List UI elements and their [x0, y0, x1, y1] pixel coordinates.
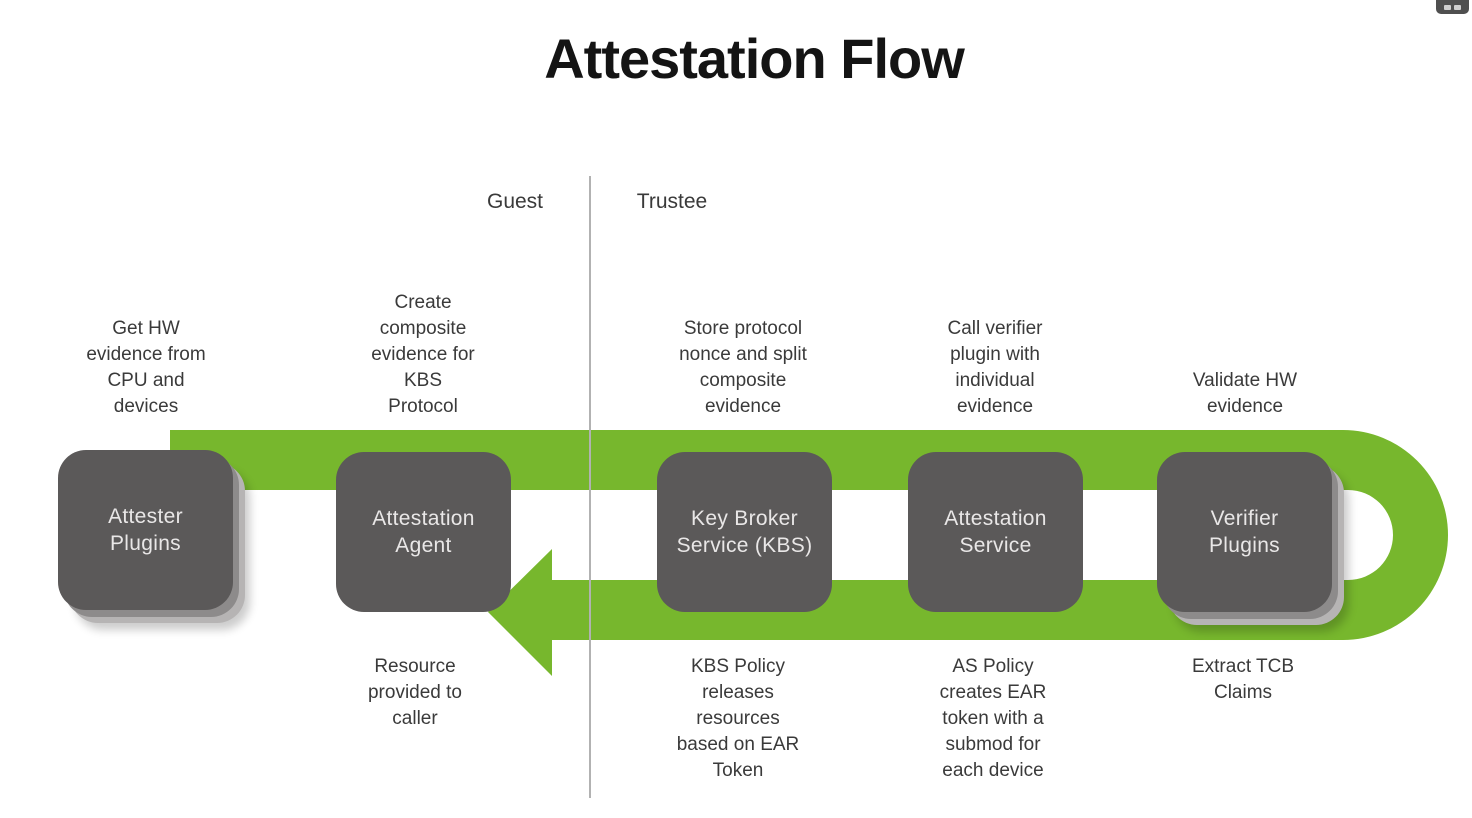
- guest-trustee-divider: [589, 176, 591, 798]
- node-attester-plugins: Attester Plugins: [58, 450, 245, 623]
- zone-label-trustee: Trustee: [636, 190, 708, 213]
- note-top-key-broker-service: Store protocol nonce and split composite…: [679, 318, 807, 417]
- node-verifier-plugins: Verifier Plugins: [1157, 452, 1344, 625]
- attestation-agent-box: Attestation Agent: [336, 452, 511, 612]
- box-label: Attestation Service: [944, 507, 1047, 557]
- note-top-attestation-agent: Create composite evidence for KBS Protoc…: [371, 292, 475, 417]
- page-title: Attestation Flow: [544, 27, 965, 90]
- flow-arrow-path: [170, 430, 1448, 676]
- box-label: Attester Plugins: [108, 505, 183, 555]
- box-label: Verifier Plugins: [1209, 507, 1280, 557]
- note-top-attestation-service: Call verifier plugin with individual evi…: [947, 318, 1043, 417]
- verifier-plugins-box: Verifier Plugins: [1157, 452, 1332, 612]
- expand-button[interactable]: [1436, 0, 1469, 14]
- attestation-service-box: Attestation Service: [908, 452, 1083, 612]
- node-key-broker-service: Key Broker Service (KBS): [657, 452, 832, 612]
- node-attestation-agent: Attestation Agent: [336, 452, 511, 612]
- node-attestation-service: Attestation Service: [908, 452, 1083, 612]
- expand-arrows-icon: [1454, 4, 1461, 10]
- zone-label-guest: Guest: [486, 190, 544, 213]
- note-bottom-key-broker-service: KBS Policy releases resources based on E…: [676, 656, 800, 781]
- expand-arrows-icon: [1444, 4, 1451, 10]
- note-top-attester-plugins: Get HW evidence from CPU and devices: [86, 318, 206, 417]
- attester-plugins-box: Attester Plugins: [58, 450, 233, 610]
- box-label: Attestation Agent: [372, 507, 475, 557]
- box-label: Key Broker Service (KBS): [676, 507, 813, 557]
- note-top-verifier-plugins: Validate HW evidence: [1192, 370, 1298, 417]
- note-bottom-attestation-agent: Resource provided to caller: [367, 656, 462, 729]
- key-broker-service-box: Key Broker Service (KBS): [657, 452, 832, 612]
- note-bottom-attestation-service: AS Policy creates EAR token with a submo…: [939, 656, 1047, 781]
- note-bottom-verifier-plugins: Extract TCB Claims: [1191, 656, 1295, 703]
